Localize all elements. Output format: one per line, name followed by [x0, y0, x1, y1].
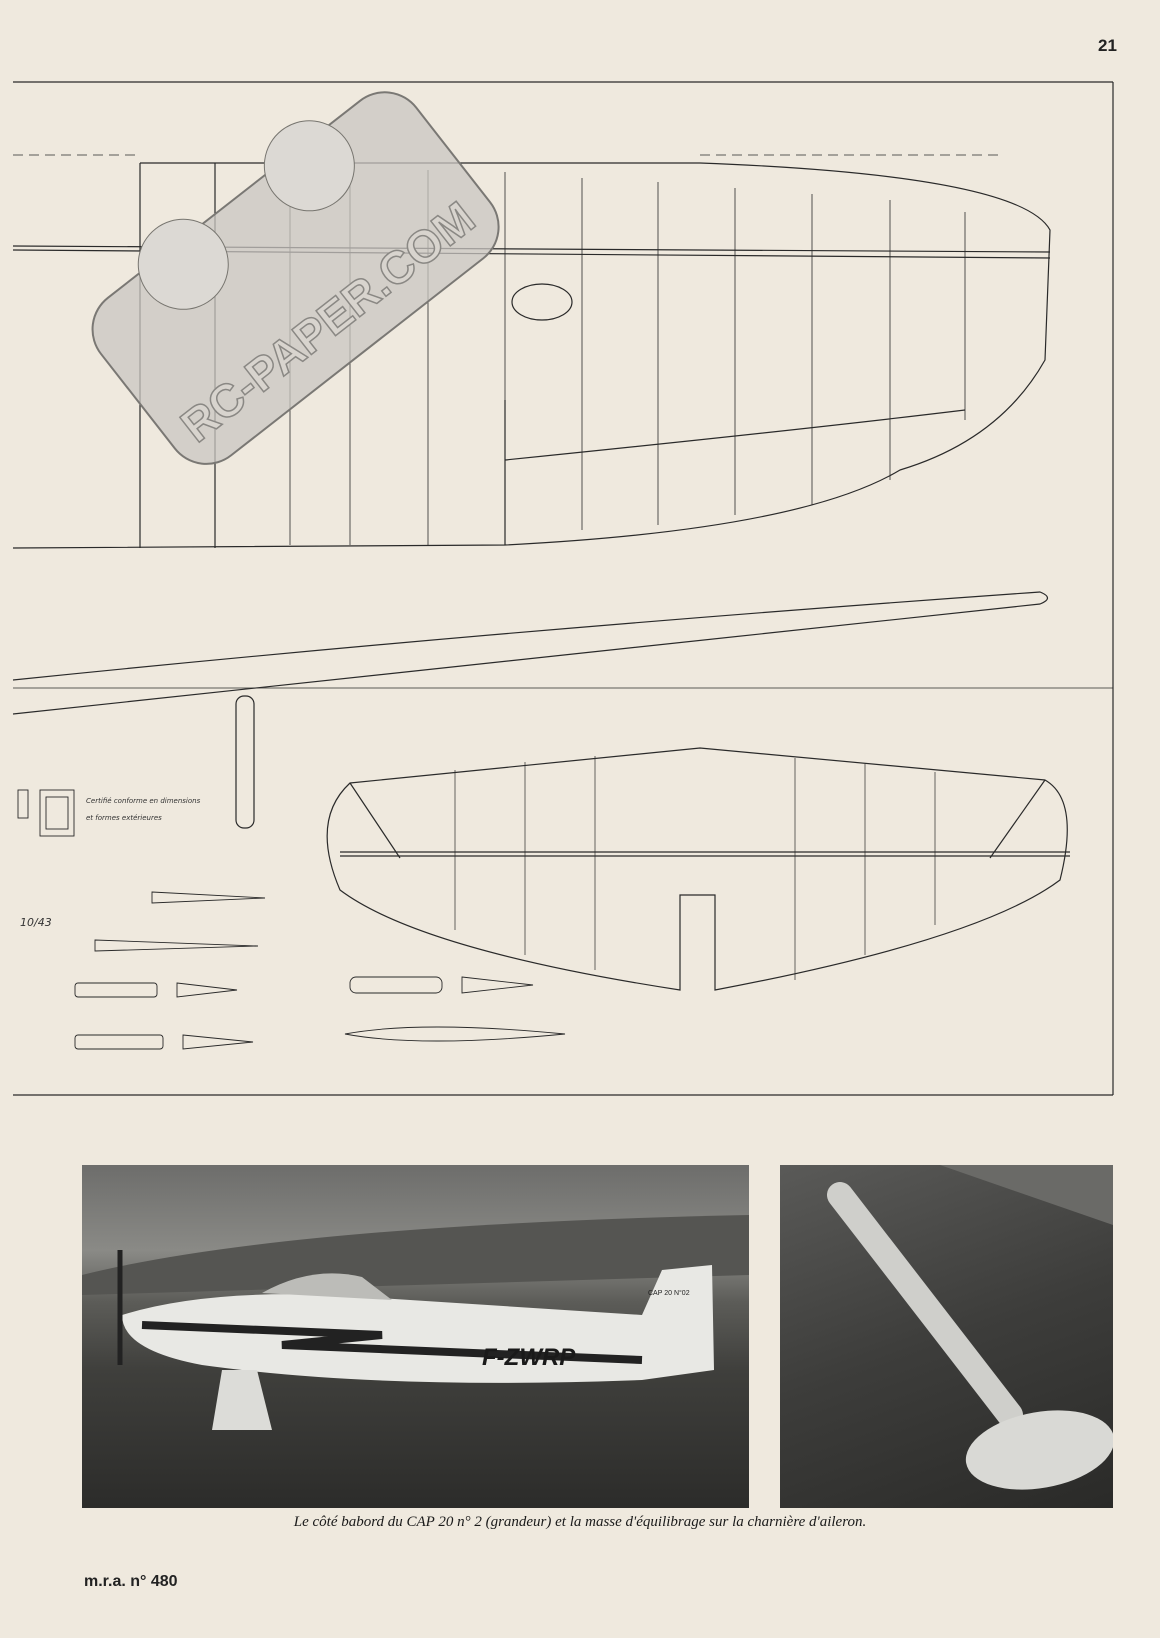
photo-aileron-balance-mass-image: [827, 1165, 1113, 1490]
page-number: 21: [1098, 36, 1117, 55]
certification-line-2: et formes extérieures: [86, 814, 162, 822]
registration-marking: F-ZWRP: [482, 1344, 576, 1371]
wing-profile: [12, 591, 1113, 829]
photo-aircraft-side: F-ZWRP CAP 20 N°02: [82, 1165, 749, 1508]
watermark-logo: RC-PAPER.COM: [91, 91, 500, 465]
aircraft-silhouette: F-ZWRP CAP 20 N°02: [117, 1250, 714, 1430]
tailplane-planform: [326, 747, 1070, 991]
photo-aircraft-side-image: F-ZWRP CAP 20 N°02: [82, 1215, 749, 1430]
scale-note: 10/43: [20, 916, 52, 929]
tail-marking: CAP 20 N°02: [648, 1289, 690, 1297]
part-profiles: [17, 789, 566, 1050]
plan-drawing: Certifié conforme en dimensions et forme…: [12, 81, 1114, 1096]
photo-aileron-balance-mass: [780, 1165, 1113, 1508]
photo-caption: Le côté babord du CAP 20 n° 2 (grandeur)…: [293, 1514, 867, 1530]
certification-line-1: Certifié conforme en dimensions: [86, 797, 201, 805]
issue-footer: m.r.a. n° 480: [84, 1573, 178, 1590]
